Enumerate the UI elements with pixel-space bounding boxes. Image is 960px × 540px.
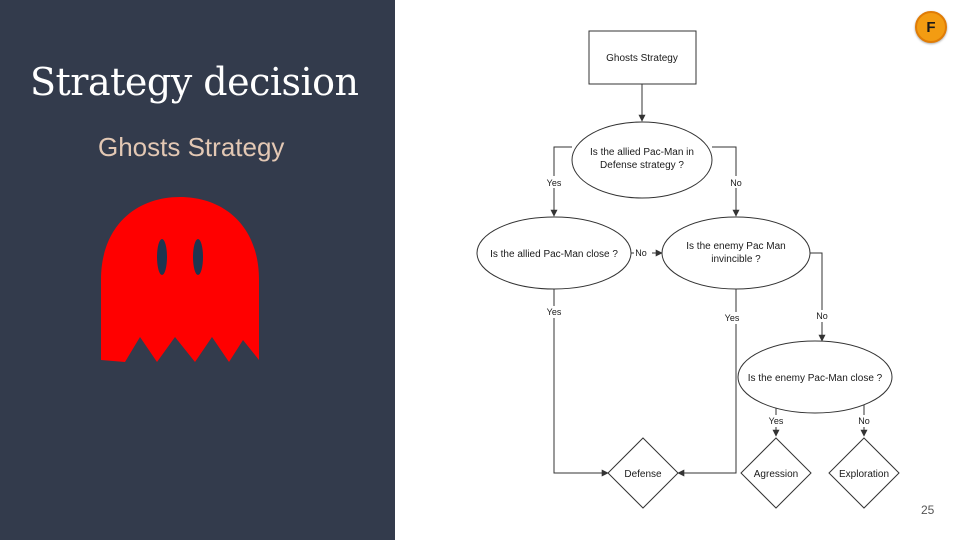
edge-label-yes-enemy-invincible: Yes (725, 313, 740, 323)
page-number: 25 (921, 503, 935, 517)
decision-allied-close-label: Is the allied Pac-Man close ? (490, 249, 618, 260)
slide-subtitle: Ghosts Strategy (98, 132, 285, 162)
outcome-defense-label: Defense (624, 469, 662, 480)
edge-q1-no (712, 146, 740, 217)
outcome-exploration (828, 437, 900, 509)
edge-q1-yes (550, 146, 572, 217)
edge-q3-yes (677, 289, 737, 477)
decision-enemy-close (737, 340, 893, 414)
start-node-label: Ghosts Strategy (606, 53, 678, 64)
ghost-icon (101, 197, 259, 362)
decision-allied-defense-line1: Is the allied Pac-Man in (590, 147, 694, 158)
edge-q2-yes (553, 289, 609, 477)
edge-q3-no (810, 252, 826, 342)
decision-enemy-invincible-line1: Is the enemy Pac Man (686, 241, 786, 252)
outcome-exploration-label: Exploration (839, 469, 889, 480)
edge-label-no-enemy-invincible: No (816, 311, 828, 321)
slide-title: Strategy decision (30, 60, 359, 104)
outcome-defense (607, 437, 679, 509)
outcome-agression (740, 437, 812, 509)
outcome-agression-label: Agression (754, 469, 798, 480)
edge-label-yes-allied-defense: Yes (547, 178, 562, 188)
decision-enemy-invincible (661, 216, 811, 290)
decision-allied-defense-line2: Defense strategy ? (600, 160, 684, 171)
edge-label-no-enemy-close: No (858, 416, 870, 426)
ghost-left-eye (157, 239, 167, 275)
slide-badge: F (915, 11, 947, 43)
start-node (588, 30, 697, 85)
edge-label-yes-enemy-close: Yes (769, 416, 784, 426)
edge-label-yes-allied-close: Yes (547, 307, 562, 317)
edge-label-no-allied-defense: No (730, 178, 742, 188)
ghost-right-eye (193, 239, 203, 275)
decision-allied-close (476, 216, 632, 290)
decision-enemy-invincible-line2: invincible ? (711, 254, 761, 265)
edge-label-no-allied-close: No (635, 248, 647, 258)
decision-enemy-close-label: Is the enemy Pac-Man close ? (748, 373, 883, 384)
decision-allied-defense (571, 121, 713, 199)
ghost-body (101, 197, 259, 362)
